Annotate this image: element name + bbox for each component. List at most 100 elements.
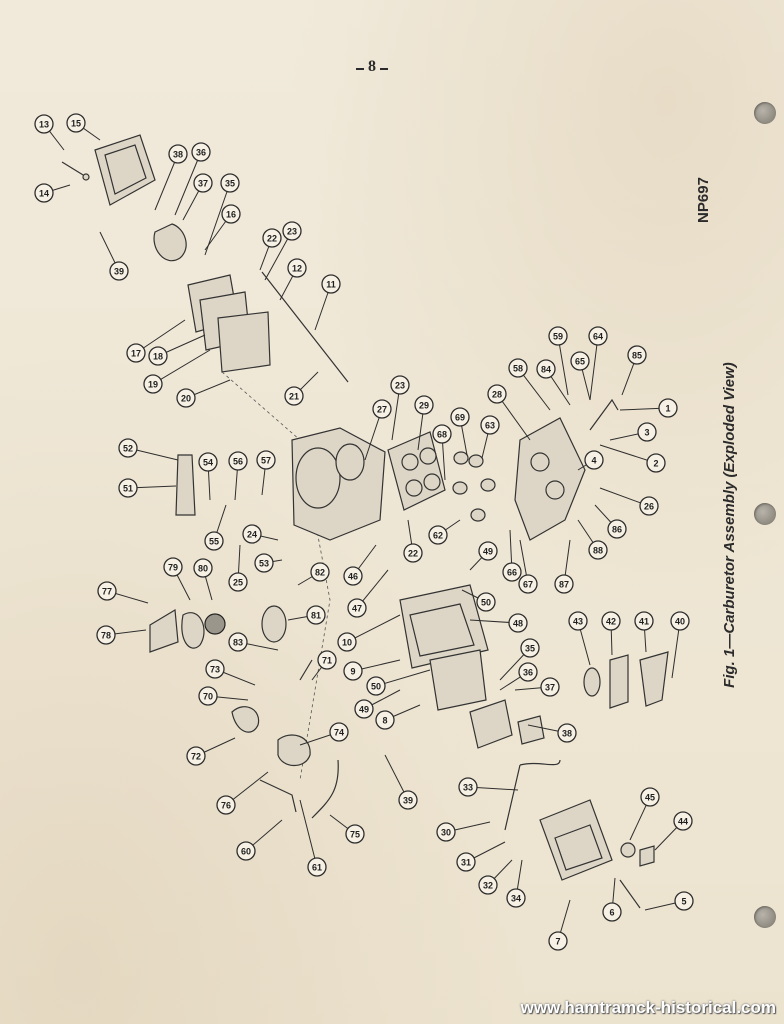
part-callout-1: 1: [658, 398, 678, 418]
part-callout-49: 49: [478, 541, 498, 561]
part-callout-62: 62: [428, 525, 448, 545]
part-callout-37: 37: [193, 173, 213, 193]
callout-number: 18: [153, 352, 163, 362]
callout-number: 22: [408, 549, 418, 559]
part-callout-58: 58: [508, 358, 528, 378]
part-callout-13: 13: [34, 114, 54, 134]
part-callout-52: 52: [118, 438, 138, 458]
part-callout-16: 16: [221, 204, 241, 224]
callout-number: 66: [507, 568, 517, 578]
part-callout-74: 74: [329, 722, 349, 742]
part-callout-37: 37: [540, 677, 560, 697]
leader-line: [174, 151, 202, 216]
part-callout-8: 8: [375, 710, 395, 730]
callout-number: 7: [555, 937, 560, 947]
part-callout-82: 82: [310, 562, 330, 582]
callout-number: 88: [593, 546, 603, 556]
part-callout-22: 22: [262, 228, 282, 248]
part-callout-67: 67: [518, 574, 538, 594]
callout-number: 30: [441, 828, 451, 838]
part-callout-77: 77: [97, 581, 117, 601]
website-watermark: www.hamtramck-historical.com: [520, 998, 776, 1017]
leader-line: [204, 182, 231, 256]
part-callout-20: 20: [176, 388, 196, 408]
part-callout-47: 47: [347, 598, 367, 618]
callout-number: 48: [513, 619, 523, 629]
callout-number: 6: [609, 908, 614, 918]
callout-number: 87: [559, 580, 569, 590]
callout-number: 53: [259, 559, 269, 569]
leader-line: [589, 335, 599, 401]
callout-number: 82: [315, 568, 325, 578]
part-callout-35: 35: [520, 638, 540, 658]
part-callout-26: 26: [639, 496, 659, 516]
callout-number: 24: [247, 530, 257, 540]
callout-number: 78: [101, 631, 111, 641]
part-callout-30: 30: [436, 822, 456, 842]
choke-housing-part: [94, 134, 156, 206]
callout-number: 63: [485, 421, 495, 431]
leader-line: [299, 799, 318, 868]
callout-number: 8: [382, 716, 387, 726]
callout-number: 57: [261, 456, 271, 466]
part-callout-29: 29: [414, 395, 434, 415]
part-callout-72: 72: [186, 746, 206, 766]
part-callout-23: 23: [282, 221, 302, 241]
callout-number: 68: [437, 430, 447, 440]
part-callout-55: 55: [204, 531, 224, 551]
part-callout-73: 73: [205, 659, 225, 679]
part-callout-44: 44: [673, 811, 693, 831]
callout-number: 35: [225, 179, 235, 189]
callout-number: 46: [348, 572, 358, 582]
part-callout-19: 19: [143, 374, 163, 394]
callout-number: 39: [114, 267, 124, 277]
binder-hole-middle: [754, 503, 776, 525]
callout-number: 23: [395, 381, 405, 391]
callout-number: 41: [639, 617, 649, 627]
part-callout-18: 18: [148, 346, 168, 366]
callout-number: 28: [492, 390, 502, 400]
part-callout-7: 7: [548, 931, 568, 951]
callout-number: 75: [350, 830, 360, 840]
part-callout-68: 68: [432, 424, 452, 444]
fuel-bowl-part: [399, 584, 489, 669]
choke-cover-part: [153, 223, 187, 262]
part-callout-71: 71: [317, 650, 337, 670]
part-callout-51: 51: [118, 478, 138, 498]
part-callout-61: 61: [307, 857, 327, 877]
callout-number: 10: [342, 638, 352, 648]
callout-number: 34: [511, 894, 521, 904]
callout-number: 37: [545, 683, 555, 693]
callout-number: 61: [312, 863, 322, 873]
callout-number: 37: [198, 179, 208, 189]
leader-line: [599, 444, 657, 464]
callout-number: 21: [289, 392, 299, 402]
callout-number: 55: [209, 537, 219, 547]
binder-hole-top: [754, 102, 776, 124]
callout-number: 81: [311, 611, 321, 621]
callout-number: 5: [681, 897, 686, 907]
part-callout-54: 54: [198, 452, 218, 472]
part-callout-32: 32: [478, 875, 498, 895]
part-callout-50: 50: [366, 676, 386, 696]
part-callout-23: 23: [390, 375, 410, 395]
callout-number: 80: [198, 564, 208, 574]
leader-line: [154, 153, 179, 211]
callout-number: 64: [593, 332, 603, 342]
part-callout-49: 49: [354, 699, 374, 719]
callout-number: 20: [181, 394, 191, 404]
callout-number: 74: [334, 728, 344, 738]
callout-number: 14: [39, 189, 49, 199]
callout-number: 83: [233, 638, 243, 648]
part-callout-6: 6: [602, 902, 622, 922]
callout-number: 76: [221, 801, 231, 811]
part-callout-9: 9: [343, 661, 363, 681]
callout-number: 27: [377, 405, 387, 415]
part-callout-4: 4: [584, 450, 604, 470]
part-callout-88: 88: [588, 540, 608, 560]
metering-plate-part: [217, 311, 271, 373]
callout-number: 59: [553, 332, 563, 342]
part-callout-36: 36: [518, 662, 538, 682]
callout-number: 3: [644, 428, 649, 438]
float-part: [469, 699, 513, 749]
